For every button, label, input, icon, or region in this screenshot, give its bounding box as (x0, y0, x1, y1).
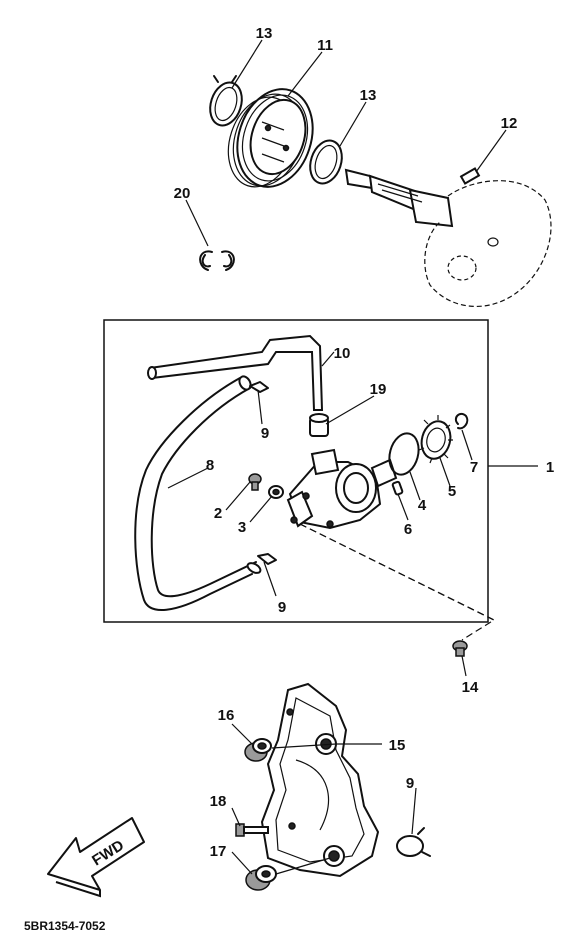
circlip-7 (454, 412, 469, 430)
callout-19: 19 (370, 381, 387, 398)
callout-13b: 13 (360, 87, 377, 104)
leader-8 (167, 467, 209, 489)
washer-3 (268, 485, 284, 499)
leader-9b (263, 561, 277, 597)
leader-5 (439, 457, 451, 487)
callout-5: 5 (448, 483, 456, 500)
circlip-13-right (309, 139, 343, 185)
hose-clip-9-top (249, 381, 269, 393)
bolt-18 (235, 823, 269, 837)
fwd-arrow-icon: FWD (47, 817, 145, 898)
leader-12 (475, 129, 507, 173)
callout-11: 11 (317, 37, 333, 54)
diagram-code: 5BR1354-7052 (24, 919, 106, 933)
clip-20 (199, 250, 235, 271)
leader-11 (287, 51, 323, 97)
leader-3 (249, 495, 273, 523)
callout-12: 12 (501, 115, 518, 132)
leader-9c (411, 787, 417, 835)
hose-8 (134, 375, 262, 611)
callout-20: 20 (174, 185, 191, 202)
leader-13a (231, 39, 263, 89)
leader-17 (231, 851, 253, 875)
callout-7: 7 (470, 459, 478, 476)
hose-clip-9-bottom (257, 553, 277, 565)
water-pump-housing (286, 448, 398, 530)
callout-1: 1 (546, 459, 554, 476)
pin-6 (391, 480, 404, 496)
fitting-19 (309, 413, 329, 437)
leader-10 (321, 351, 335, 367)
callout-3: 3 (238, 519, 246, 536)
callout-9-bottom: 9 (278, 599, 286, 616)
callout-13a: 13 (256, 25, 273, 42)
pump-assembly-frame (103, 319, 489, 623)
leader-18 (231, 807, 241, 827)
bolt-14 (452, 640, 468, 657)
callout-14: 14 (462, 679, 479, 696)
callout-4: 4 (418, 497, 427, 514)
callout-10: 10 (334, 345, 351, 362)
leader-17-b (275, 857, 331, 875)
alignment-dashed-line-2 (299, 523, 495, 621)
leader-9a (257, 389, 263, 425)
crankshaft-12 (344, 167, 552, 308)
leader-6 (397, 493, 409, 521)
callout-6: 6 (404, 521, 412, 538)
pulley-gear-11 (227, 88, 314, 188)
hose-10 (147, 334, 324, 411)
impeller-gear-5 (418, 415, 453, 464)
leader-16 (231, 723, 253, 745)
leader-15-b (271, 743, 337, 749)
grommet-17 (245, 865, 277, 891)
o-ring-4 (388, 432, 420, 476)
leader-20 (185, 199, 209, 247)
circlip-13-left (209, 75, 243, 127)
grommet-16 (244, 738, 272, 762)
cover-plate (260, 682, 380, 878)
leader-2 (225, 481, 251, 511)
leader-7 (461, 429, 473, 461)
callout-18: 18 (210, 793, 227, 810)
callout-16: 16 (218, 707, 235, 724)
hose-clip-9-lower (396, 827, 431, 857)
leader-4 (409, 471, 421, 501)
leader-19 (325, 395, 375, 425)
callout-8: 8 (206, 457, 214, 474)
leader-13b (339, 101, 367, 147)
callout-9-lower: 9 (406, 775, 414, 792)
bolt-2 (248, 473, 262, 491)
callout-15: 15 (389, 737, 406, 754)
leader-14 (461, 655, 467, 677)
callout-17: 17 (210, 843, 227, 860)
callout-9-top: 9 (261, 425, 269, 442)
callout-2: 2 (214, 505, 222, 522)
